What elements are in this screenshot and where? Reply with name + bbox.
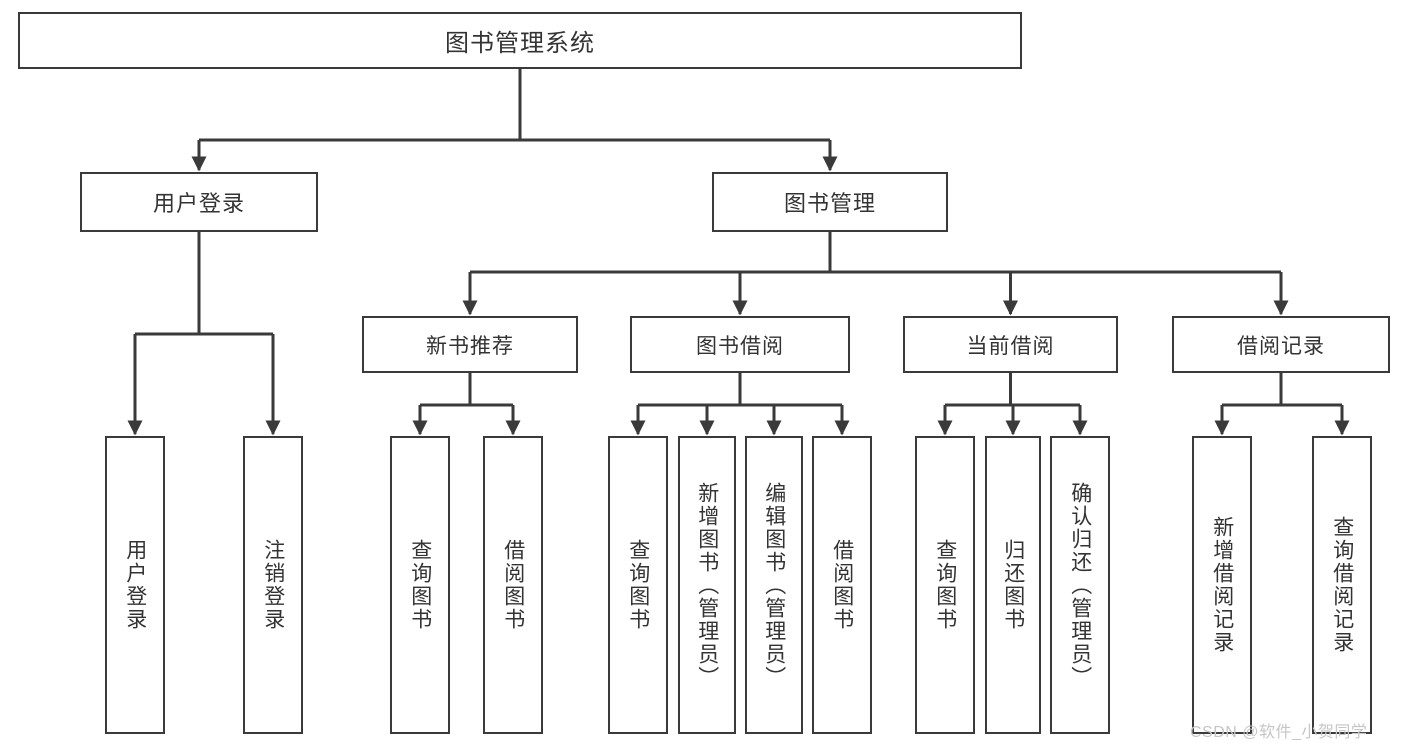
node-label: 编辑图书（管理员） [762,481,786,689]
node-root[interactable]: 图书管理系统 [18,12,1022,69]
node-label: 用户登录 [123,539,147,631]
node-label: 图书管理 [783,191,876,216]
node-leaf-borrow-book-recommend[interactable]: 借阅图书 [483,436,543,734]
watermark-label: CSDN @软件_小贺同学 [1190,724,1368,741]
node-label: 用户登录 [152,191,245,216]
node-leaf-edit-book[interactable]: 编辑图书（管理员） [745,436,803,734]
node-leaf-user-login[interactable]: 用户登录 [105,436,165,734]
node-label: 归还图书 [1001,539,1025,631]
node-leaf-add-borrow-record[interactable]: 新增借阅记录 [1192,436,1252,734]
node-leaf-confirm-return[interactable]: 确认归还（管理员） [1050,436,1110,734]
node-label: 借阅图书 [501,539,525,631]
node-label: 新增借阅记录 [1210,516,1234,654]
node-borrow-record[interactable]: 借阅记录 [1172,316,1390,373]
node-label: 确认归还（管理员） [1068,481,1092,689]
node-leaf-logout[interactable]: 注销登录 [243,436,303,734]
node-label: 当前借阅 [966,334,1055,358]
node-leaf-add-book[interactable]: 新增图书（管理员） [678,436,736,734]
node-label: 图书借阅 [696,334,784,358]
node-label: 借阅记录 [1237,334,1325,358]
node-label: 查询图书 [626,539,650,631]
node-current-borrow[interactable]: 当前借阅 [903,316,1118,373]
node-label: 新书推荐 [426,334,514,358]
node-user-login[interactable]: 用户登录 [80,172,318,232]
node-book-borrow[interactable]: 图书借阅 [630,316,850,373]
node-label: 新增图书（管理员） [695,481,719,689]
connector-paths [127,69,1350,436]
node-leaf-borrow-book[interactable]: 借阅图书 [812,436,872,734]
node-label: 借阅图书 [830,539,854,631]
node-label: 图书管理系统 [445,30,595,57]
node-leaf-query-book-recommend[interactable]: 查询图书 [390,436,450,734]
node-leaf-query-book-current[interactable]: 查询图书 [915,436,975,734]
node-book-manage[interactable]: 图书管理 [712,172,948,232]
node-leaf-return-book[interactable]: 归还图书 [985,436,1041,734]
node-label: 查询借阅记录 [1330,516,1354,654]
node-label: 注销登录 [261,539,285,631]
node-leaf-query-book-borrow[interactable]: 查询图书 [608,436,668,734]
node-label: 查询图书 [933,539,957,631]
node-label: 查询图书 [408,539,432,631]
node-new-book-recommend[interactable]: 新书推荐 [362,316,578,373]
node-leaf-query-borrow-record[interactable]: 查询借阅记录 [1312,436,1372,734]
